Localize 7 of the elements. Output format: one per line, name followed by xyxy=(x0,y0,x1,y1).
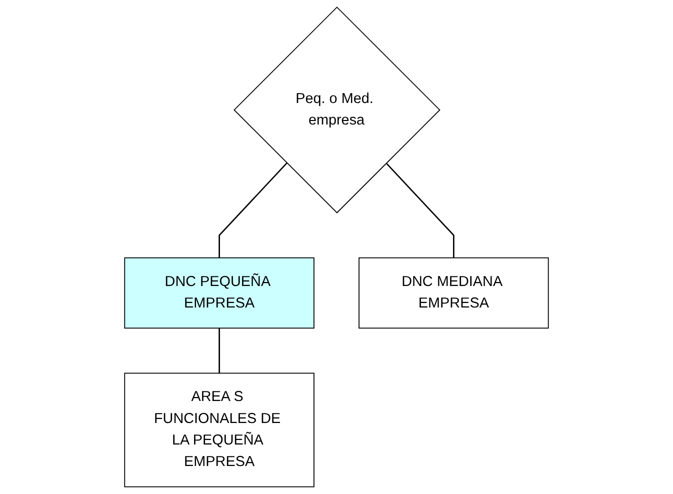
connector xyxy=(386,162,454,258)
connector xyxy=(218,328,220,374)
node-box: AREA S FUNCIONALES DE LA PEQUEÑA EMPRESA xyxy=(124,372,314,488)
node-box: DNC PEQUEÑA EMPRESA xyxy=(124,257,314,329)
node-box: DNC MEDIANA EMPRESA xyxy=(358,257,549,329)
node-diamond: Peq. o Med. empresa xyxy=(234,6,440,214)
connector xyxy=(218,162,288,258)
